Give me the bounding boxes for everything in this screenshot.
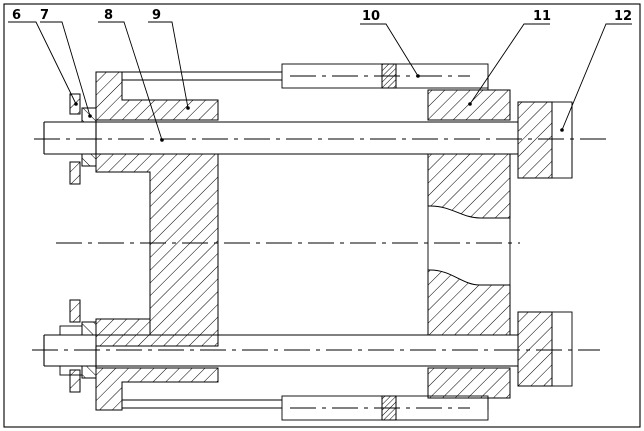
center-lines xyxy=(32,75,610,409)
callout-12: 12 xyxy=(614,9,632,24)
callout-8: 8 xyxy=(104,8,113,23)
drawing-border xyxy=(3,3,641,428)
callout-6: 6 xyxy=(12,8,21,23)
leader-lines xyxy=(8,21,632,142)
bearing-cap-part-12 xyxy=(517,101,573,387)
callout-7: 7 xyxy=(40,8,49,23)
end-plate-part-9 xyxy=(95,71,219,411)
callout-9: 9 xyxy=(152,8,161,23)
callout-10: 10 xyxy=(362,9,380,24)
callout-11: 11 xyxy=(533,9,551,24)
shaft-part-8 xyxy=(43,121,518,367)
nozzle-block-part-11 xyxy=(427,89,511,399)
